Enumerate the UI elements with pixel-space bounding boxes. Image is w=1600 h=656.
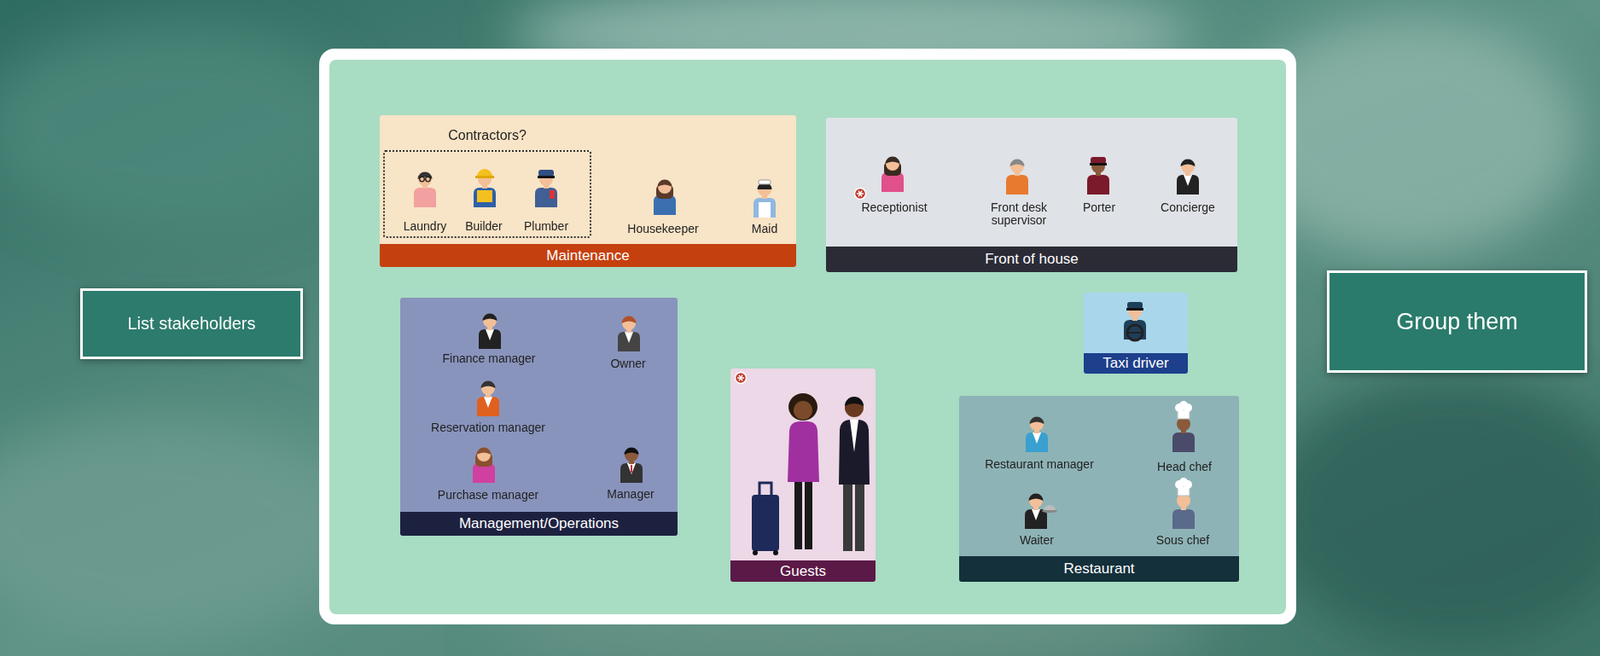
person-icon — [620, 448, 643, 484]
group-title: Taxi driver — [1102, 354, 1169, 373]
group-title: Maintenance — [546, 247, 629, 265]
group-band: Guests — [730, 560, 876, 582]
group-heading: Contractors? — [384, 128, 590, 144]
group-band: Front of house — [826, 246, 1238, 273]
group-band: Management/Operations — [400, 512, 678, 536]
person-icon — [1123, 302, 1147, 341]
person-icon — [413, 172, 437, 209]
person-icon — [653, 180, 676, 216]
group-box: Guests — [730, 368, 876, 582]
button-label: List stakeholders — [127, 314, 256, 334]
person-icon — [1087, 157, 1110, 195]
person-icon — [1024, 494, 1058, 530]
group-box: Restaurant — [959, 395, 1240, 582]
person-icon — [473, 168, 496, 208]
person-icon — [1172, 401, 1195, 453]
group-band: Taxi driver — [1083, 353, 1188, 374]
icon-layer — [959, 395, 1240, 582]
step-button: List stakeholders — [80, 288, 303, 360]
icon-layer — [400, 297, 678, 536]
button-label: Group them — [1396, 308, 1519, 336]
group-box: Front of house — [826, 117, 1238, 273]
group-title: Restaurant — [1063, 560, 1135, 578]
person-icon — [1176, 159, 1199, 196]
person-icon — [753, 180, 776, 218]
group-box: Taxi driver — [1083, 292, 1188, 374]
person-icon — [535, 169, 558, 208]
icon-layer — [730, 368, 876, 582]
group-box: Maintenance Contractors? — [379, 115, 797, 268]
person-icon — [881, 157, 904, 193]
group-band: Maintenance — [379, 244, 797, 268]
person-icon — [477, 381, 500, 418]
person-icon — [1006, 159, 1029, 196]
group-box: Management/Operations — [400, 297, 678, 536]
person-icon — [1025, 417, 1048, 454]
priority-mark — [735, 372, 747, 384]
panel-ground — [329, 59, 1286, 615]
person-icon — [472, 448, 495, 484]
panel-frame — [319, 48, 1297, 625]
person-icon — [478, 314, 501, 350]
group-title: Management/Operations — [459, 515, 619, 533]
guests-figure — [751, 393, 870, 556]
person-icon — [617, 316, 640, 353]
step-button: Group them — [1326, 270, 1588, 373]
group-title: Guests — [779, 563, 827, 581]
person-icon — [1172, 477, 1195, 530]
group-band: Restaurant — [959, 556, 1240, 582]
contractor-box: Contractors? — [383, 150, 592, 239]
group-title: Front of house — [984, 250, 1079, 268]
priority-mark — [855, 188, 867, 200]
